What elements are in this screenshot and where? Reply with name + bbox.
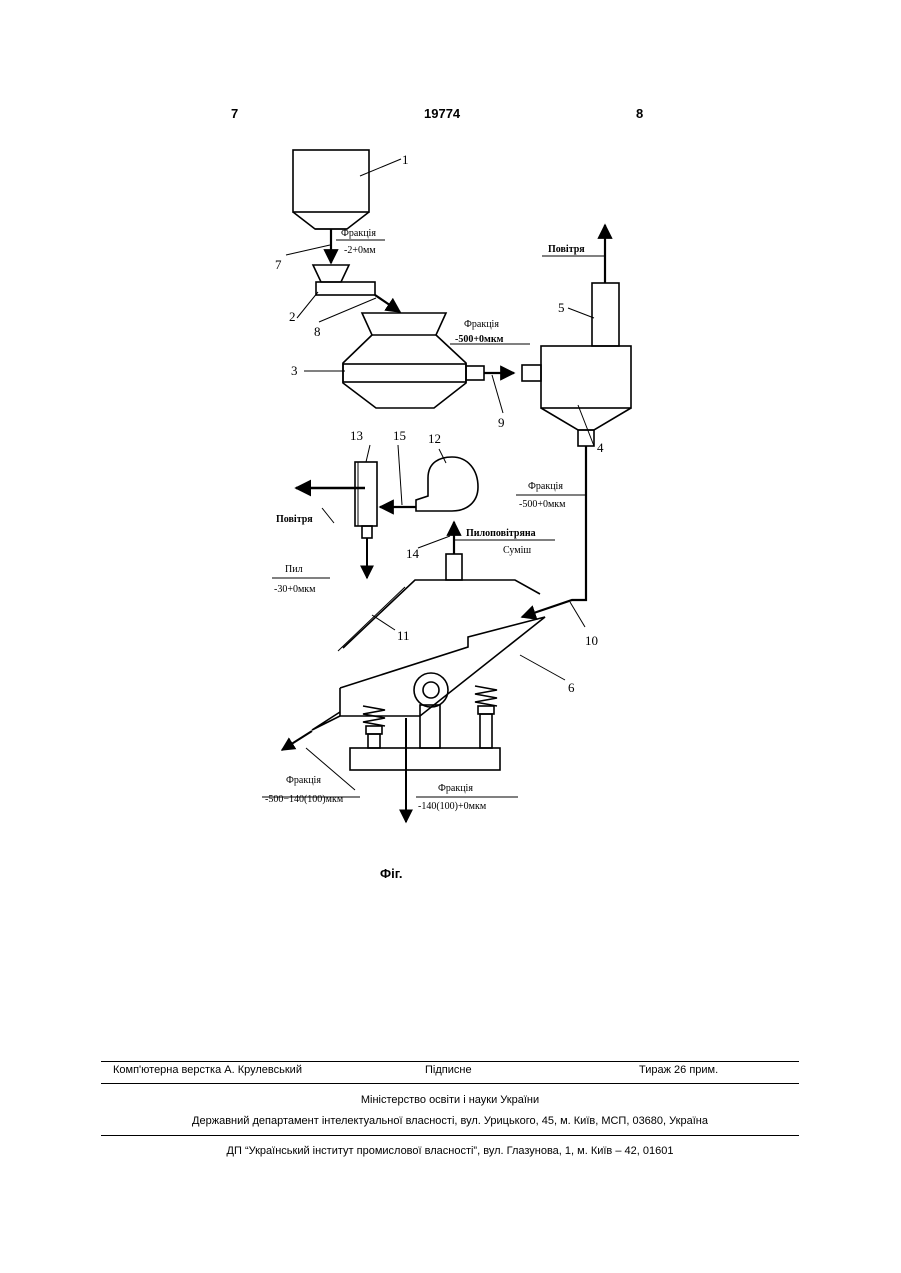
label-15: 15 [393,428,406,443]
pipe-5 [592,283,619,346]
label-13: 13 [350,428,363,443]
footer-ministry: Міністерство освіти і науки України [101,1094,799,1106]
label-2: 2 [289,309,296,324]
label-5: 5 [558,300,565,315]
footer-rule-top [101,1061,799,1062]
figure-caption: Фіг. [380,866,402,881]
fraction-top-value: -2+0мм [344,245,376,256]
process-flow-diagram: 1 2 3 4 5 6 7 8 9 10 11 12 13 14 15 Фрак… [0,0,901,900]
fraction-mid-label: Фракція [464,319,499,330]
separator-4 [522,346,631,446]
fraction-right-label: Фракція [528,481,563,492]
fraction-out-left-value: -500−140(100)мкм [265,794,344,805]
label-10: 10 [585,633,598,648]
fraction-out-bottom-value: -140(100)+0мкм [418,801,487,812]
footer-signed: Підписне [425,1064,472,1076]
air-top-label: Повітря [548,244,585,255]
label-11: 11 [397,628,410,643]
label-3: 3 [291,363,298,378]
feeder-2 [313,265,375,295]
footer-rule-mid [101,1083,799,1084]
label-4: 4 [597,440,604,455]
fraction-right-value: -500+0мкм [519,499,566,510]
label-7: 7 [275,257,282,272]
label-1: 1 [402,152,409,167]
footer-department: Державний департамент інтелектуальної вл… [101,1115,799,1127]
label-8: 8 [314,324,321,339]
air-left-label: Повітря [276,514,313,525]
fraction-out-left-label: Фракція [286,775,321,786]
footer-circulation: Тираж 26 прим. [639,1064,718,1076]
dust-air-label-2: Суміш [503,545,531,556]
label-6: 6 [568,680,575,695]
cyclone-13 [355,462,377,538]
dust-air-label-1: Пилоповітряна [466,528,536,539]
fraction-mid-value: -500+0мкм [455,334,504,345]
footer-institute: ДП “Український інститут промислової вла… [101,1145,799,1157]
label-12: 12 [428,431,441,446]
dust-value: -30+0мкм [274,584,316,595]
screen-6 [312,554,545,770]
dust-label: Пил [285,564,303,575]
hopper-1 [293,150,369,229]
label-9: 9 [498,415,505,430]
footer-layout-credit: Комп'ютерна верстка А. Крулевський [113,1064,302,1076]
fraction-out-bottom-label: Фракція [438,783,473,794]
label-14: 14 [406,546,420,561]
footer-rule-bottom [101,1135,799,1136]
fan-12 [416,457,478,511]
mill-3 [343,313,484,408]
fraction-top-label: Фракція [341,228,376,239]
